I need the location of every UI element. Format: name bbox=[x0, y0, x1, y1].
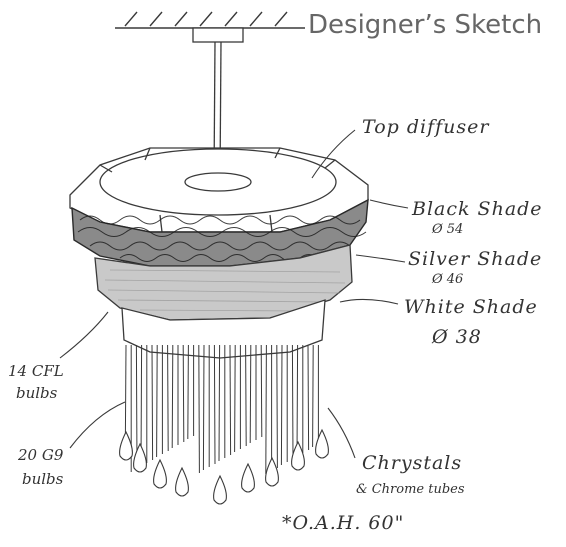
crystal-drop bbox=[315, 428, 329, 459]
chrome-tube bbox=[280, 344, 283, 466]
crystal-drop bbox=[291, 440, 305, 471]
chrome-tube bbox=[124, 344, 127, 436]
chrome-tube bbox=[229, 344, 232, 456]
chrome-tube bbox=[291, 344, 294, 460]
chrome-tube bbox=[234, 344, 236, 453]
chrome-tube bbox=[151, 344, 154, 461]
crystal-drop bbox=[175, 466, 189, 497]
black-shade bbox=[71, 198, 369, 267]
chrome-tube bbox=[260, 344, 263, 438]
ceiling bbox=[115, 11, 305, 29]
label-g9-bulbs-count: 20 G9 bbox=[18, 446, 64, 464]
crystals bbox=[119, 428, 329, 505]
top-diffuser bbox=[69, 147, 369, 233]
crystal-drop bbox=[119, 430, 133, 461]
crystal-drop bbox=[265, 456, 279, 487]
chrome-tube bbox=[245, 344, 247, 447]
label-black-shade-diameter: Ø 54 bbox=[432, 222, 464, 237]
silver-shade bbox=[94, 244, 353, 321]
chrome-tube bbox=[312, 344, 314, 448]
label-cfl-bulbs-count: 14 CFL bbox=[8, 362, 64, 380]
page-title: Designer’s Sketch bbox=[308, 10, 543, 40]
label-white-shade-diameter: Ø 38 bbox=[432, 326, 482, 348]
white-shade bbox=[121, 299, 326, 359]
chrome-tube bbox=[182, 344, 185, 443]
chrome-tube bbox=[171, 344, 174, 449]
chrome-tube bbox=[307, 344, 310, 451]
chrome-tube bbox=[156, 344, 158, 458]
chrome-tube bbox=[167, 344, 169, 452]
label-silver-shade-diameter: Ø 46 bbox=[432, 272, 464, 287]
chrome-tubes bbox=[124, 344, 319, 475]
chrome-tube bbox=[218, 344, 221, 462]
label-chrystals: Chrystals bbox=[362, 452, 463, 474]
crystal-drop bbox=[133, 442, 147, 473]
crystal-drop bbox=[241, 462, 255, 493]
label-overall-height: *O.A.H. 60" bbox=[282, 512, 405, 534]
leader-lines bbox=[59, 129, 409, 459]
chrome-tube bbox=[135, 344, 138, 470]
label-chrome-tubes: & Chrome tubes bbox=[356, 482, 465, 497]
chrome-tube bbox=[276, 344, 278, 469]
label-cfl-bulbs: bulbs bbox=[16, 384, 58, 402]
crystal-drop bbox=[153, 458, 167, 489]
chrome-tube bbox=[213, 344, 216, 465]
label-top-diffuser: Top diffuser bbox=[362, 116, 490, 138]
label-white-shade: White Shade bbox=[404, 296, 538, 318]
label-silver-shade: Silver Shade bbox=[408, 248, 543, 270]
chrome-tube bbox=[198, 344, 200, 474]
label-g9-bulbs: bulbs bbox=[22, 470, 64, 488]
chrome-tube bbox=[296, 344, 299, 457]
chrome-tube bbox=[265, 344, 267, 475]
label-black-shade: Black Shade bbox=[412, 198, 543, 220]
chrome-tube bbox=[249, 344, 252, 444]
chrome-tube bbox=[202, 344, 205, 471]
chrome-tube bbox=[187, 344, 189, 440]
crystal-drop bbox=[213, 474, 227, 505]
